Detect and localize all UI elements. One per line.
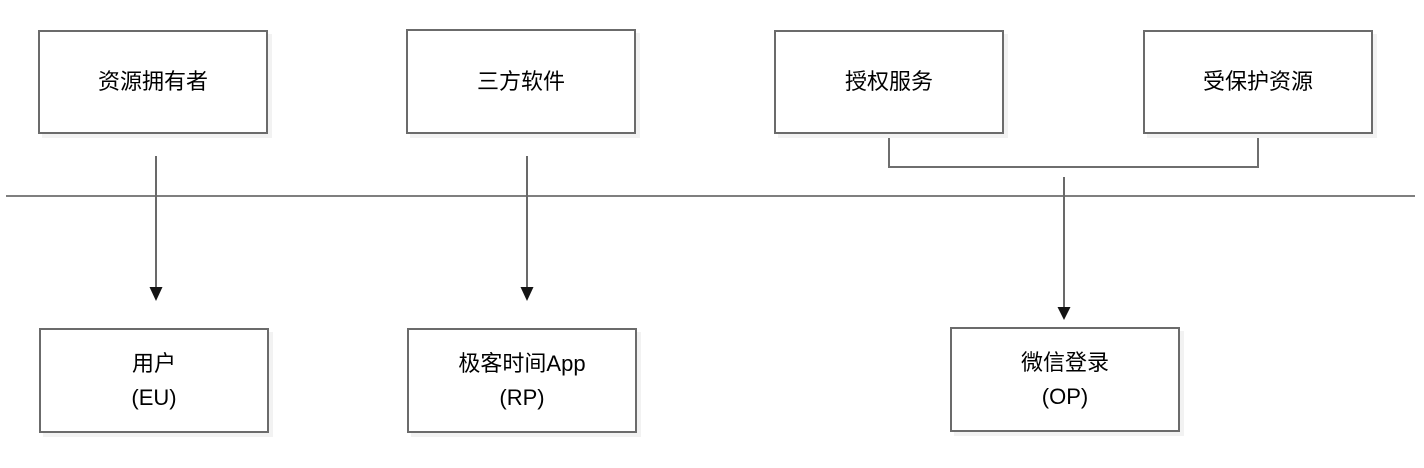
box-sublabel: (OP)	[1041, 383, 1089, 409]
box-protected-resource: 受保护资源	[1143, 30, 1373, 134]
box-wechat-login-op: 微信登录 (OP)	[950, 327, 1180, 432]
box-third-party-software: 三方软件	[406, 29, 636, 134]
box-label: 用户	[131, 350, 176, 376]
arrow-down-icon	[149, 156, 163, 301]
box-resource-owner: 资源拥有者	[38, 30, 268, 134]
arrow-down-icon	[520, 156, 534, 301]
box-label: 极客时间App	[458, 350, 586, 376]
box-label: 受保护资源	[1202, 69, 1313, 94]
merge-bracket-connector	[888, 134, 1259, 168]
box-label: 三方软件	[476, 68, 565, 94]
box-authorization-service: 授权服务	[774, 30, 1004, 134]
box-sublabel: (EU)	[131, 384, 177, 410]
box-label: 微信登录	[1020, 349, 1109, 375]
box-label: 资源拥有者	[97, 69, 208, 94]
box-geektime-app-rp: 极客时间App (RP)	[407, 328, 637, 433]
box-user-eu: 用户 (EU)	[39, 328, 269, 433]
box-sublabel: (RP)	[499, 384, 545, 410]
arrow-down-icon	[1057, 177, 1071, 320]
box-label: 授权服务	[844, 69, 933, 94]
